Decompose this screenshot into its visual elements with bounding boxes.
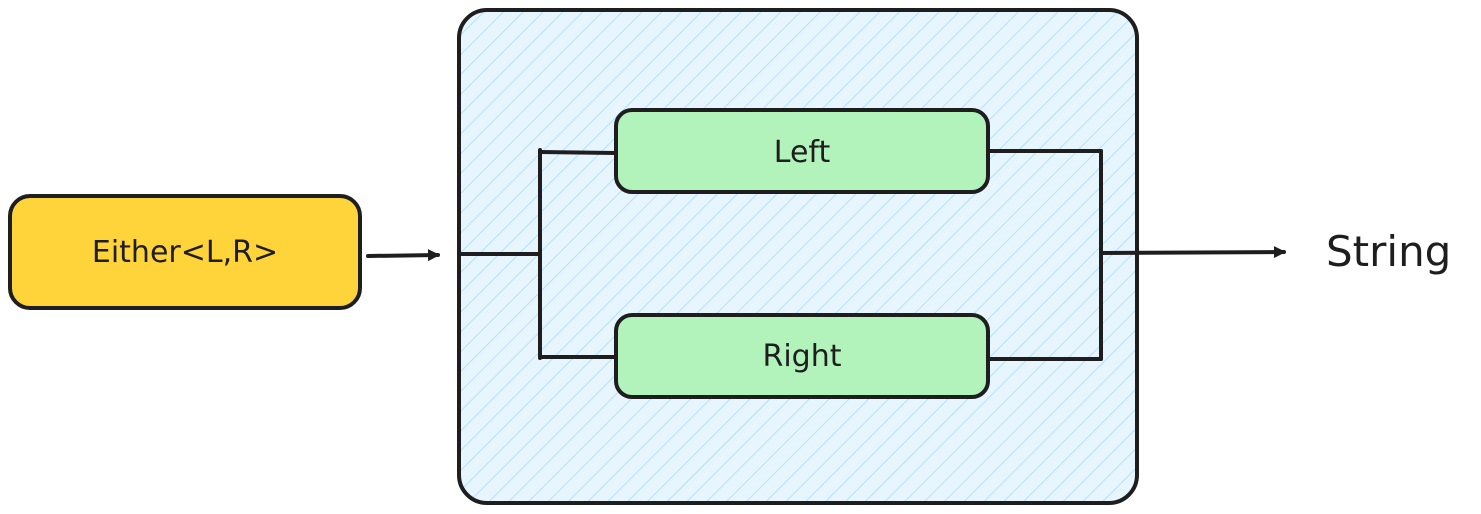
- branch-left[interactable]: Left: [614, 108, 990, 194]
- branch-left-box: [614, 108, 990, 194]
- input-node-box: [8, 194, 362, 310]
- branch-right[interactable]: Right: [614, 313, 990, 399]
- to-left-wire: [538, 150, 618, 155]
- input-node[interactable]: Either<L,R>: [8, 194, 362, 310]
- input-node-label: Either<L,R>: [92, 235, 278, 270]
- match-container[interactable]: [457, 8, 1139, 505]
- container-box-hatch: [457, 8, 1139, 505]
- branch-wiring: [458, 148, 1103, 361]
- branch-right-box: [614, 313, 990, 399]
- branch-left-label: Left: [774, 135, 831, 170]
- input-arrow: [366, 249, 440, 262]
- output-label: String: [1326, 227, 1451, 276]
- output-arrow: [1099, 246, 1286, 259]
- branch-right-label: Right: [763, 339, 842, 374]
